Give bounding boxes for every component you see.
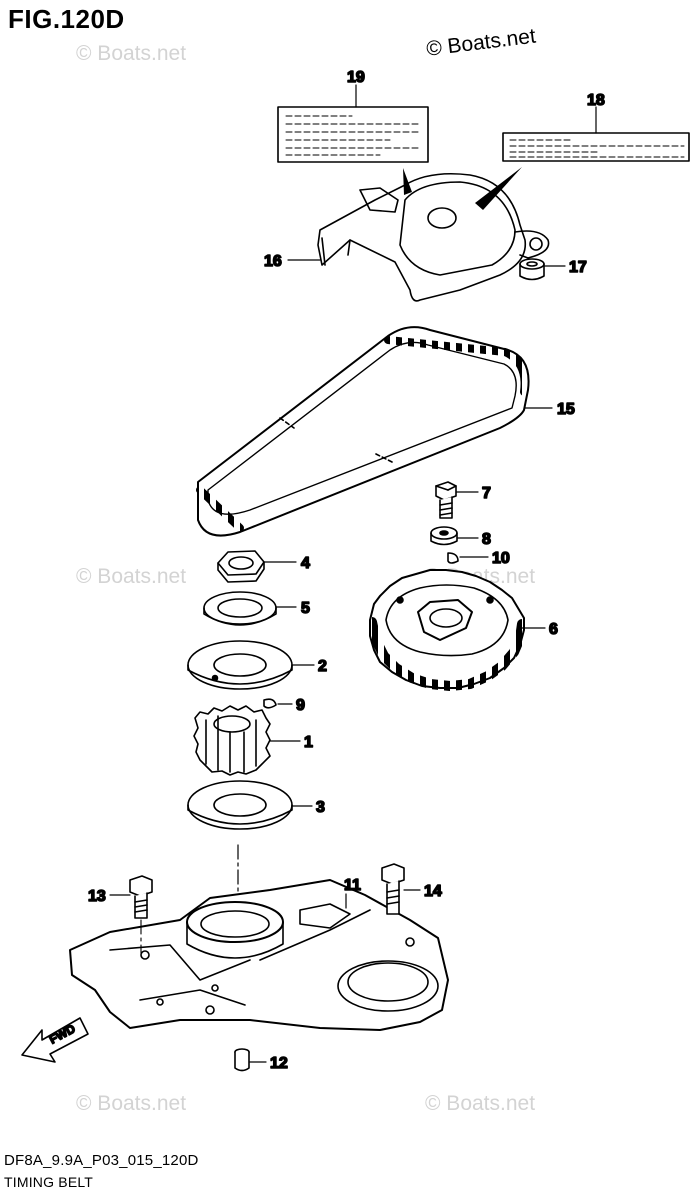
part-number: 18 xyxy=(587,92,605,109)
part-number: 19 xyxy=(347,69,365,86)
timing-belt-cover xyxy=(317,167,550,302)
watermark: © Boats.net xyxy=(425,1092,536,1115)
part-number: 3 xyxy=(316,799,325,816)
washer-8 xyxy=(430,526,458,546)
figure-title: FIG.120D xyxy=(8,4,125,34)
bolt-7 xyxy=(435,481,457,519)
nut-4 xyxy=(217,550,265,583)
part-number: 12 xyxy=(270,1055,288,1072)
part-number: 4 xyxy=(301,555,310,572)
part-number: 9 xyxy=(296,697,305,714)
leader-lines xyxy=(109,84,597,1063)
part-number: 5 xyxy=(301,600,310,617)
watermark: © Boats.net xyxy=(76,42,187,65)
label-decal-19 xyxy=(277,106,429,163)
part-number: 16 xyxy=(264,253,282,270)
part-number: 17 xyxy=(569,259,587,276)
figure-subtitle: TIMING BELT xyxy=(4,1174,94,1190)
part-number: 1 xyxy=(304,734,313,751)
bolt-13 xyxy=(129,875,153,956)
sprocket-1 xyxy=(193,705,271,776)
timing-belt xyxy=(196,326,530,537)
part-number: 2 xyxy=(318,658,327,675)
part-number: 10 xyxy=(492,550,510,567)
dowel-pin-12 xyxy=(234,1048,250,1072)
timing-plate-11 xyxy=(69,879,449,1031)
part-number: 7 xyxy=(482,485,491,502)
collar-17 xyxy=(519,258,545,281)
part-number-labels: 19 18 16 17 15 7 8 10 4 6 5 2 9 1 3 11 1… xyxy=(87,68,605,1073)
part-number: 6 xyxy=(549,621,558,638)
watermark: © Boats.net xyxy=(76,565,187,588)
sprocket-6 xyxy=(367,569,527,691)
key-9 xyxy=(263,698,277,709)
label-decal-18 xyxy=(502,132,690,162)
plate-3 xyxy=(187,780,293,830)
part-number: 11 xyxy=(344,877,361,894)
part-number: 14 xyxy=(424,883,442,900)
watermark: © Boats.net xyxy=(76,1092,187,1115)
key-10 xyxy=(447,552,459,564)
part-number: 8 xyxy=(482,531,491,548)
plate-2 xyxy=(187,640,293,690)
washer-5 xyxy=(203,591,277,626)
forward-direction-arrow: FWD xyxy=(21,1017,89,1063)
bolt-14 xyxy=(381,863,405,915)
figure-code: DF8A_9.9A_P03_015_120D xyxy=(4,1152,199,1169)
part-number: 13 xyxy=(88,888,106,905)
part-number: 15 xyxy=(557,401,575,418)
